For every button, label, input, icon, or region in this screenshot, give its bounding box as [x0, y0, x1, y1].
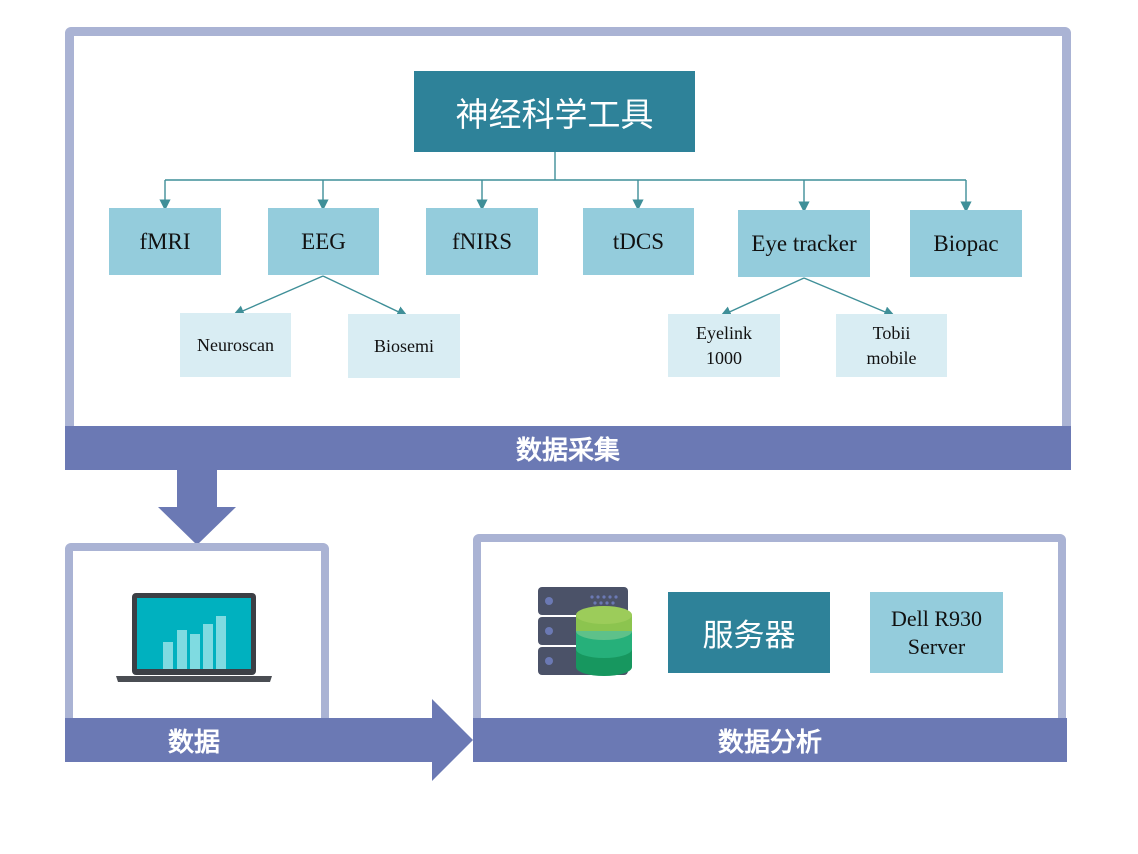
collection-band: 数据采集 [65, 426, 1071, 470]
tool-eeg: EEG [268, 208, 379, 275]
data-band: 数据 [167, 727, 220, 758]
eeg-biosemi: Biosemi [348, 314, 460, 378]
server-database-icon [538, 587, 632, 676]
tool-fmri: fMRI [109, 208, 221, 275]
tool-tdcs: tDCS [583, 208, 694, 275]
root-node: 神经科学工具 [414, 71, 695, 152]
eye-tobii: Tobii mobile [836, 314, 947, 377]
tool-fnirs: fNIRS [426, 208, 538, 275]
down-arrow [158, 468, 236, 545]
tool-eye-tracker: Eye tracker [738, 210, 870, 277]
server-model-node: Dell R930 Server [870, 592, 1003, 673]
server-node: 服务器 [668, 592, 830, 673]
eye-eyelink: Eyelink 1000 [668, 314, 780, 377]
eeg-neuroscan: Neuroscan [180, 313, 291, 377]
analysis-band: 数据分析 [473, 718, 1067, 762]
tool-biopac: Biopac [910, 210, 1022, 277]
laptop-chart-icon [116, 593, 272, 682]
